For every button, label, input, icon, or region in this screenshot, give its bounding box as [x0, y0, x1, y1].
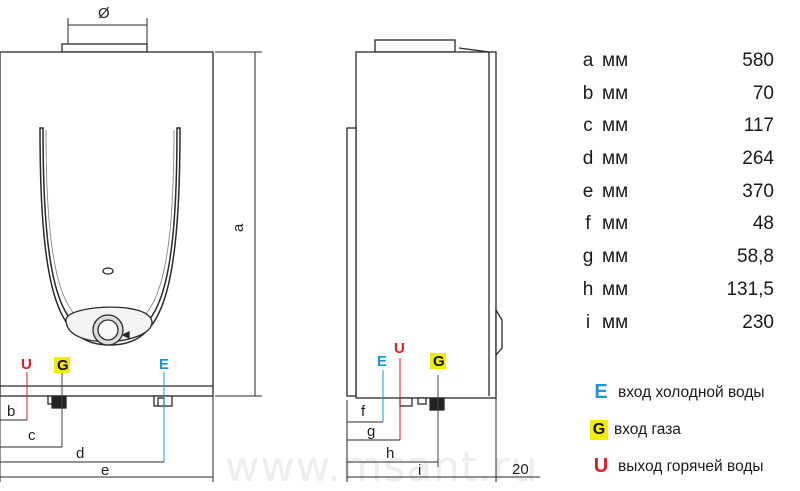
dim-label-i: i [418, 462, 421, 479]
spec-unit: мм [602, 50, 629, 71]
legend-mark: G [590, 419, 608, 440]
spec-value: 131,5 [726, 278, 774, 300]
spec-value: 370 [742, 180, 774, 202]
spec-unit: мм [602, 246, 629, 268]
side-body [355, 51, 497, 399]
spec-key: c [583, 115, 593, 137]
spec-key: g [582, 246, 594, 268]
mark-gas-side-bg [430, 353, 446, 369]
spec-unit: мм [602, 180, 629, 202]
spec-unit: мм [602, 115, 629, 137]
side-connector-gas [429, 397, 445, 411]
dim-label-h: h [386, 445, 394, 462]
front-connector-gas [51, 395, 67, 409]
spec-key: a [582, 50, 594, 71]
dim-label-diameter: Ø [98, 5, 110, 22]
spec-key: b [582, 82, 594, 104]
spec-value: 48 [752, 213, 774, 235]
side-flue-collar [374, 39, 456, 53]
side-back-plate [346, 127, 357, 397]
front-flue-collar [61, 43, 148, 53]
mark-hot-front: U [21, 356, 32, 373]
mark-hot-side: U [394, 340, 405, 357]
spec-unit: мм [602, 148, 629, 170]
spec-unit: мм [602, 278, 629, 300]
mark-cold-front: E [159, 356, 169, 373]
dim-label-b: b [7, 403, 15, 420]
spec-unit: мм [602, 213, 629, 235]
legend-text: вход газа [614, 420, 681, 438]
dim-label-e: e [101, 462, 109, 479]
spec-key: d [582, 148, 594, 170]
spec-value: 230 [742, 311, 774, 333]
spec-key: h [582, 278, 594, 300]
legend-mark: U [593, 455, 609, 477]
spec-unit: мм [602, 311, 629, 333]
dim-label-f: f [361, 403, 366, 420]
dim-label-20: 20 [512, 461, 529, 478]
viewing-window [102, 267, 114, 275]
dim-label-c: c [28, 427, 36, 444]
dim-label-d: d [76, 445, 84, 462]
spec-value: 580 [742, 50, 774, 71]
spec-key: f [585, 213, 591, 235]
side-connector-b [417, 397, 427, 405]
watermark-text: www.msant.ru [225, 442, 539, 491]
spec-value: 264 [742, 148, 774, 170]
mark-gas-front: G [57, 357, 69, 374]
dim-label-a: a [230, 223, 247, 232]
spec-value: 70 [752, 82, 774, 104]
mark-gas-front-bg [54, 357, 70, 373]
legend-mark: E [594, 381, 608, 403]
mark-gas-side: G [433, 353, 445, 370]
spec-unit: мм [602, 82, 629, 104]
control-knob [97, 319, 119, 341]
spec-value: 117 [743, 115, 774, 137]
spec-key: e [582, 180, 594, 202]
legend-text: вход холодной воды [618, 383, 765, 401]
dim-label-g: g [367, 423, 375, 440]
knob-arrow-icon [121, 330, 130, 340]
mark-cold-side: E [377, 353, 387, 370]
spec-value: 58,8 [737, 246, 774, 268]
spec-key: i [585, 311, 591, 333]
side-knob [495, 307, 503, 357]
legend-text: выход горячей воды [618, 457, 764, 475]
side-connector-a [399, 397, 413, 407]
